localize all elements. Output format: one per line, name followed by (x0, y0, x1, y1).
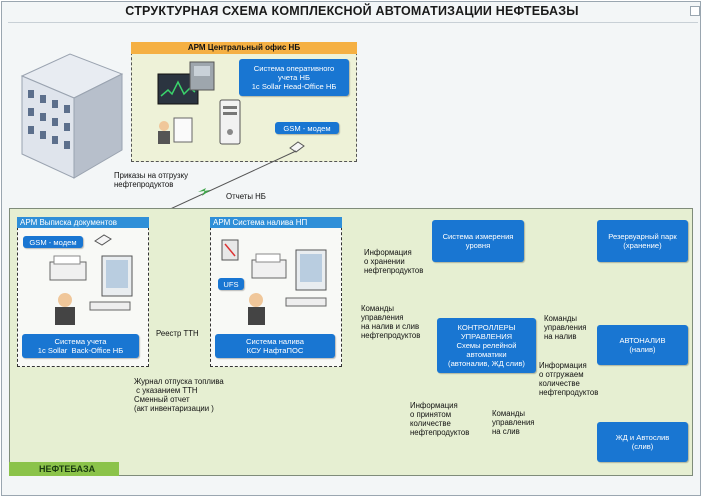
oil-depot-label: НЕФТЕБАЗА (9, 462, 119, 476)
title-divider (8, 22, 698, 23)
central-office-header: АРМ Центральный офис НБ (131, 42, 357, 54)
office-workstation-icon (157, 61, 215, 144)
docs-panel-header: АРМ Выписка документов (17, 217, 149, 228)
filling-workstation-icon (248, 249, 327, 325)
docs-workstation-icon (49, 255, 133, 325)
fill-commands-label: Команды управления на налив и слив нефте… (361, 304, 421, 340)
fuel-journal-label: Журнал отпуска топлива с указанием ТТН С… (134, 377, 224, 413)
orders-label: Приказы на отгрузку нефтепродуктов (114, 171, 188, 189)
received-info-label: Информация о принятом количестве нефтепр… (410, 401, 470, 437)
ufs-label[interactable]: UFS (218, 278, 244, 290)
office-modem-icon (289, 141, 305, 153)
filling-system-box[interactable]: Система налива КСУ НафтаПОС (215, 334, 335, 358)
shipped-info-label: Информация о отгружаем количестве нефтеп… (539, 361, 599, 397)
controllers-box[interactable]: КОНТРОЛЛЕРЫ УПРАВЛЕНИЯ Схемы релейной ав… (437, 318, 536, 373)
office-gsm-modem[interactable]: GSM - модем (275, 122, 339, 134)
scroll-corner (690, 6, 700, 16)
ufs-device-icon (221, 239, 239, 261)
autofill-box[interactable]: АВТОНАЛИВ (налив) (597, 325, 688, 365)
reports-label: Отчеты НБ (226, 192, 266, 201)
server-icon (219, 99, 241, 145)
ttn-registry-label: Реестр ТТН (156, 329, 199, 338)
cmd-drain-label: Команды управления на слив (492, 409, 535, 436)
back-office-system-box[interactable]: Система учета 1с Sollar Back-Office НБ (22, 334, 139, 358)
storage-info-label: Информация о хранении нефтепродуктов (364, 248, 424, 275)
filling-panel-header: АРМ Система налива НП (210, 217, 342, 228)
page-title: СТРУКТУРНАЯ СХЕМА КОМПЛЕКСНОЙ АВТОМАТИЗА… (125, 4, 579, 18)
level-measurement-box[interactable]: Система измерения уровня (432, 220, 524, 262)
rail-auto-drain-box[interactable]: ЖД и Автослив (слив) (597, 422, 688, 462)
docs-modem-icon (94, 234, 112, 246)
cmd-fill-label: Команды управления на налив (544, 314, 587, 341)
docs-gsm-modem[interactable]: GSM - модем (23, 236, 83, 248)
office-building-icon (20, 53, 124, 179)
head-office-system-box[interactable]: Система оперативного учета НБ 1с Sollar … (239, 59, 349, 96)
tank-farm-box[interactable]: Резервуарный парк (хранение) (597, 220, 688, 262)
